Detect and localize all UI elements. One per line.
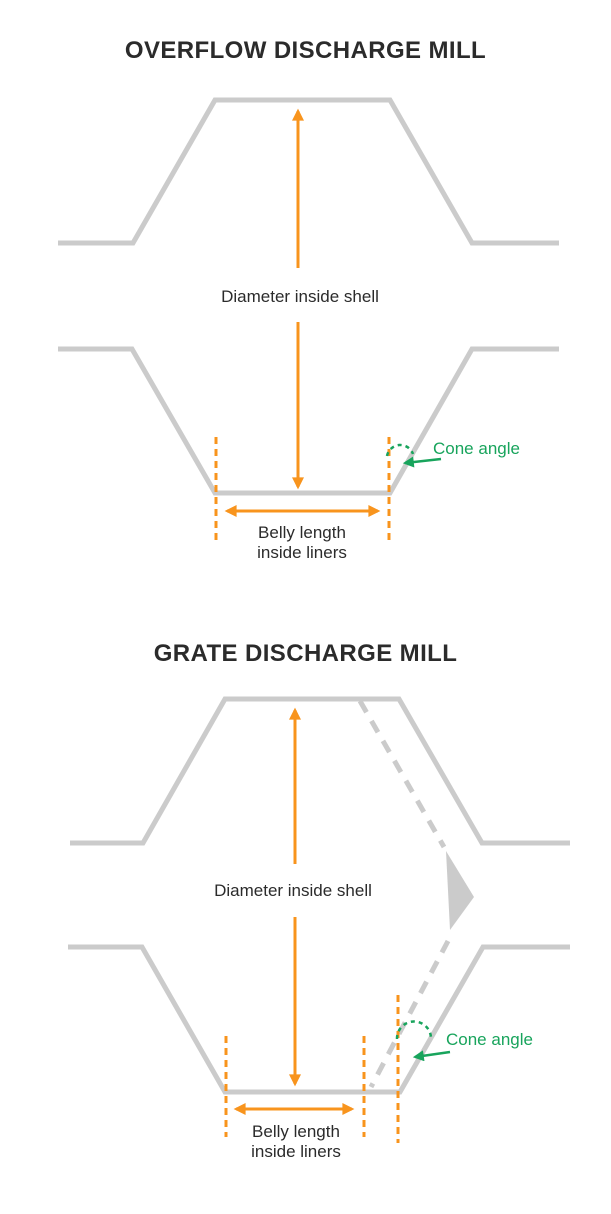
belly-label-line1: Belly length: [252, 1122, 340, 1141]
discharge-cone-triangle: [446, 851, 474, 930]
belly-label-line2: inside liners: [257, 543, 347, 562]
grate-diameter-label: Diameter inside shell: [214, 881, 372, 900]
overflow-diameter-label: Diameter inside shell: [221, 287, 379, 306]
cone-angle-arrow: [402, 456, 442, 468]
overflow-mill-diagram: [58, 97, 559, 540]
belly-label-line1: Belly length: [258, 523, 346, 542]
grate-mill-title: GRATE DISCHARGE MILL: [153, 640, 458, 667]
cone-angle-arc: [395, 1020, 433, 1040]
grate-belly-label: Belly length inside liners: [216, 1122, 376, 1162]
grate-cone-angle-label: Cone angle: [446, 1030, 533, 1049]
overflow-cone-angle-label: Cone angle: [433, 439, 520, 458]
grate-plate-dashed-upper: [357, 699, 447, 849]
cone-angle-arc: [385, 443, 415, 457]
cone-angle-arrow: [412, 1050, 451, 1062]
shell-outline-bottom: [58, 346, 559, 496]
overflow-mill-title: OVERFLOW DISCHARGE MILL: [124, 37, 487, 64]
grate-mill-diagram: [68, 696, 570, 1143]
shell-outline-bottom: [68, 944, 570, 1095]
grate-plate-dashed-lower: [368, 939, 451, 1089]
overflow-belly-label: Belly length inside liners: [222, 523, 382, 563]
shell-outline-top: [70, 696, 570, 846]
belly-label-line2: inside liners: [251, 1142, 341, 1161]
shell-outline-top: [58, 97, 559, 246]
